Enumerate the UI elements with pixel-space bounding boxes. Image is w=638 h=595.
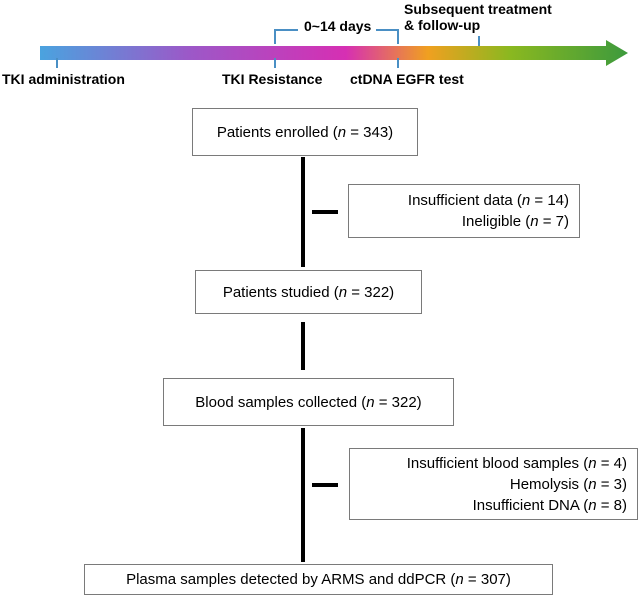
box-enrolled: Patients enrolled (n = 343) [192, 108, 418, 156]
connector-1 [301, 157, 305, 267]
box-excluded-1: Insufficient data (n = 14) Ineligible (n… [348, 184, 580, 238]
label-window: 0~14 days [304, 18, 372, 34]
connector-2 [301, 322, 305, 370]
connector-3 [301, 428, 305, 562]
excluded-item-4: Hemolysis (n = 3) [509, 475, 627, 493]
excluded-item-5: Insufficient DNA (n = 8) [472, 496, 627, 514]
label-tki-administration: TKI administration [2, 71, 125, 87]
label-ctdna-test: ctDNA EGFR test [350, 71, 464, 87]
box-studied: Patients studied (n = 322) [195, 270, 422, 314]
label-subsequent-2: & follow-up [404, 17, 481, 33]
excluded-item-2: Ineligible (n = 7) [461, 213, 569, 230]
label-subsequent-1: Subsequent treatment [404, 1, 552, 17]
box-collected: Blood samples collected (n = 322) [163, 378, 454, 426]
excluded-item-1: Insufficient data (n = 14) [407, 192, 569, 209]
label-tki-resistance: TKI Resistance [222, 71, 323, 87]
exclusion-branch-2 [312, 483, 338, 487]
box-excluded-2: Insufficient blood samples (n = 4) Hemol… [349, 448, 638, 520]
excluded-item-3: Insufficient blood samples (n = 4) [406, 454, 627, 472]
box-detected: Plasma samples detected by ARMS and ddPC… [84, 564, 553, 595]
window-bracket [274, 29, 399, 44]
exclusion-branch-1 [312, 210, 338, 214]
timeline [40, 29, 628, 68]
timeline-arrow [40, 40, 628, 66]
